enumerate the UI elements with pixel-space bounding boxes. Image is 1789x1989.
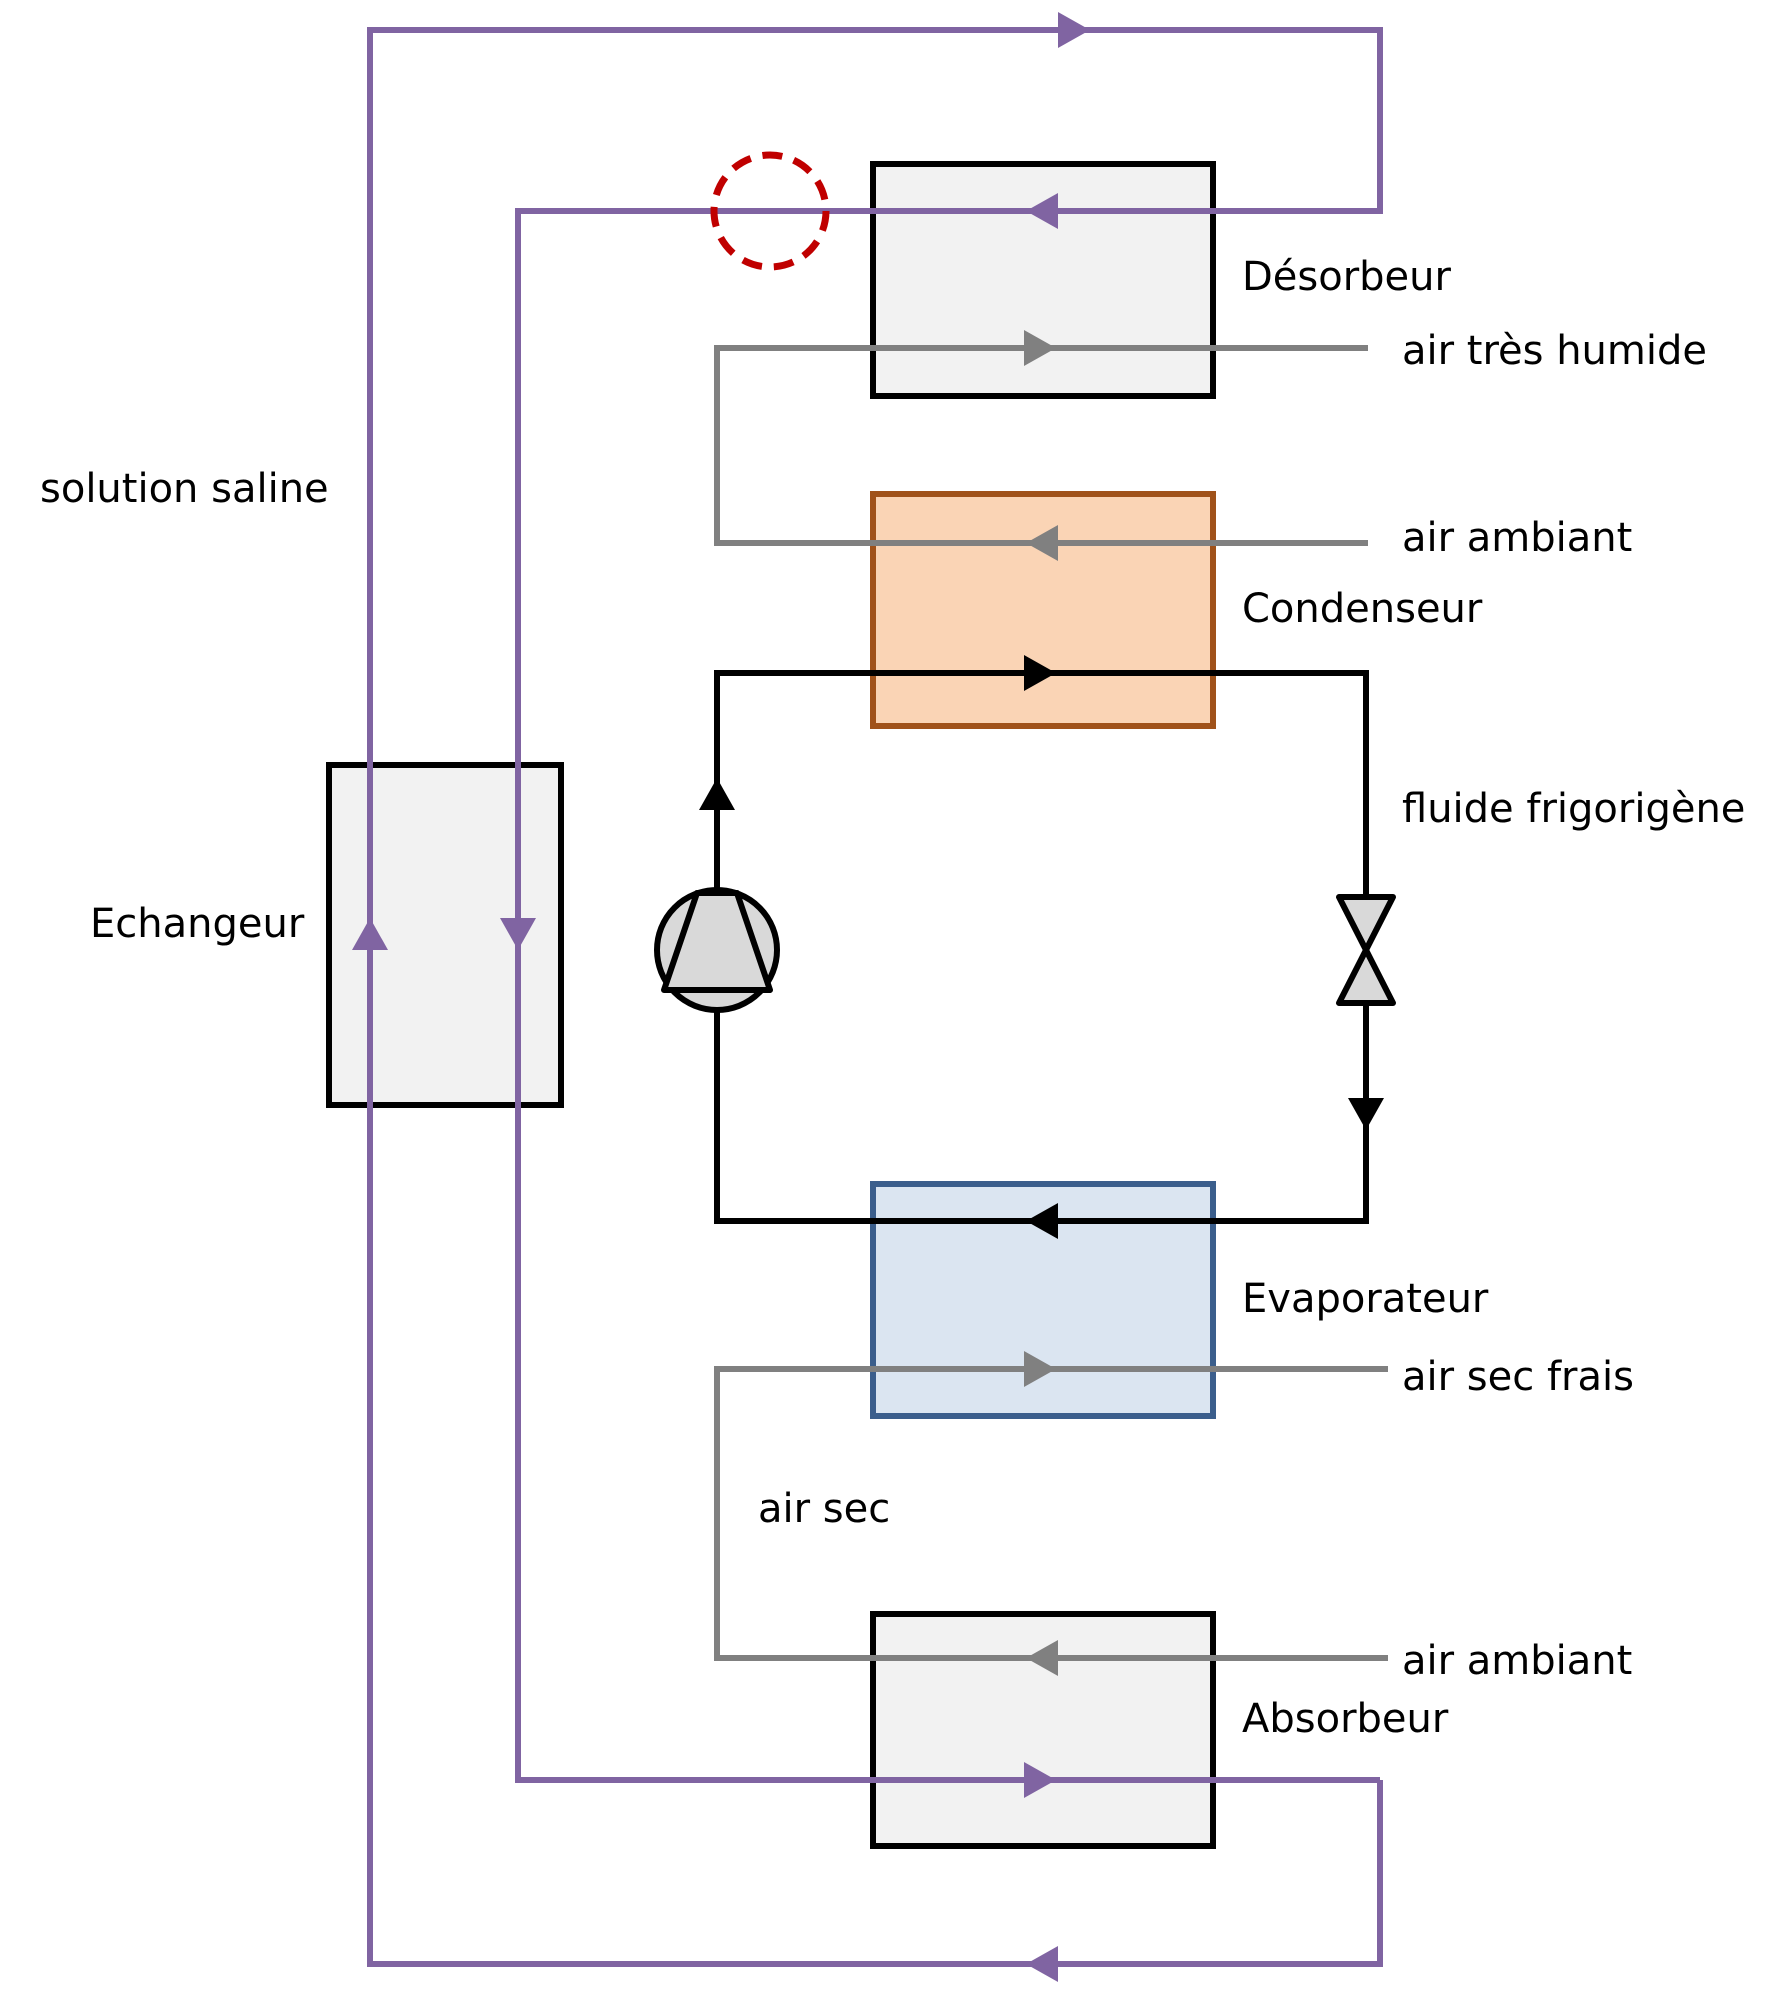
label-air-ambiant-bottom: air ambiant (1402, 1638, 1632, 1684)
label-air-sec-frais: air sec frais (1402, 1354, 1634, 1400)
solution-arrows (352, 12, 1090, 1982)
arrow-up-icon (699, 778, 735, 810)
air-arrows (1024, 330, 1058, 1676)
arrow-down-icon (1348, 1098, 1384, 1130)
label-air-sec: air sec (758, 1486, 890, 1532)
arrow-right-icon (1024, 1762, 1056, 1798)
label-air-tres-humide: air très humide (1402, 328, 1707, 374)
expansion-valve-icon (1336, 894, 1396, 1006)
arrow-left-icon (1026, 525, 1058, 561)
arrow-left-icon (1026, 1946, 1058, 1982)
label-echangeur: Echangeur (90, 901, 305, 947)
arrow-up-icon (352, 918, 388, 950)
arrow-left-icon (1026, 1640, 1058, 1676)
arrow-right-icon (1024, 655, 1056, 691)
label-absorbeur: Absorbeur (1242, 1696, 1449, 1742)
condenseur-box (870, 491, 1216, 729)
highlight-circle-icon (710, 151, 830, 271)
label-fluide-frigorigene: fluide frigorigène (1402, 786, 1745, 832)
label-solution-saline: solution saline (40, 466, 329, 512)
compressor-icon (654, 887, 780, 1013)
arrow-left-icon (1026, 1203, 1058, 1239)
arrow-left-icon (1026, 193, 1058, 229)
arrow-right-icon (1024, 1351, 1056, 1387)
label-desorbeur: Désorbeur (1242, 254, 1452, 300)
desorbeur-box (870, 161, 1216, 399)
label-condenseur: Condenseur (1242, 586, 1483, 632)
label-air-ambiant-top: air ambiant (1402, 515, 1632, 561)
arrow-down-icon (500, 918, 536, 950)
arrow-right-icon (1058, 12, 1090, 48)
refrigerant-loop (714, 670, 1369, 1224)
refrigerant-path (714, 670, 1369, 1224)
arrow-right-icon (1024, 330, 1056, 366)
label-evaporateur: Evaporateur (1242, 1276, 1489, 1322)
refrigerant-arrows (699, 655, 1384, 1239)
